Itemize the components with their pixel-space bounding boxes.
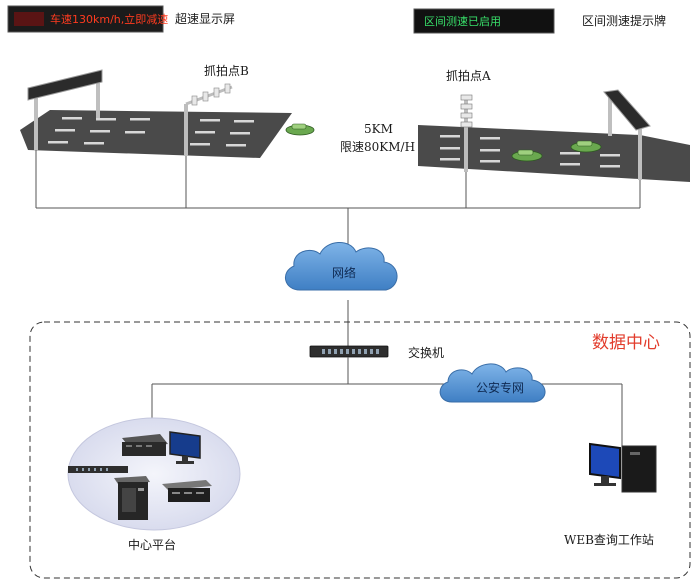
data-center-title: 数据中心	[592, 333, 660, 353]
distance-line1: 5KM	[364, 122, 393, 136]
gantry-icon	[603, 89, 651, 180]
camera-pole-icon	[460, 94, 473, 172]
cloud-icon	[439, 363, 546, 403]
switch-label: 交换机	[408, 345, 444, 360]
capture-b-label: 抓拍点B	[204, 63, 249, 78]
police-net-label: 公安专网	[476, 380, 524, 395]
speeding-display: 车速130km/h,立即减速	[7, 5, 168, 33]
server-icon	[114, 476, 150, 520]
gantry-icon	[27, 69, 103, 150]
road-right	[418, 125, 690, 182]
road-left	[20, 110, 292, 158]
center-platform-label: 中心平台	[128, 537, 176, 552]
distance-line2: 限速80KM/H	[340, 140, 415, 154]
web-station-label: WEB查询工作站	[564, 533, 654, 547]
capture-a-label: 抓拍点A	[446, 68, 491, 83]
section-board-label: 区间测速提示牌	[582, 13, 666, 28]
connection-lines-bottom	[151, 357, 623, 448]
camera-pole-icon	[184, 83, 233, 156]
workstation-icon	[589, 442, 657, 493]
data-center-region	[29, 321, 691, 579]
section-board: 区间测速已启用	[413, 8, 555, 34]
lane-markings-right	[440, 135, 620, 168]
section-board-icon	[413, 8, 555, 34]
speeding-display-label: 超速显示屏	[175, 11, 235, 26]
network-switch-icon	[68, 466, 128, 473]
server-icon	[162, 480, 212, 502]
monitor-icon	[169, 431, 201, 464]
car-icon	[511, 149, 543, 162]
car-icon	[570, 140, 602, 153]
car-icon	[285, 123, 315, 136]
section-board-screen-text: 区间测速已启用	[424, 15, 501, 28]
lane-markings-left	[48, 117, 254, 147]
server-icon	[122, 434, 168, 456]
speeding-display-screen-text: 车速130km/h,立即减速	[50, 12, 168, 26]
connection-lines-top	[35, 150, 641, 346]
cloud-icon	[285, 242, 398, 291]
network-switch-icon	[309, 345, 389, 358]
network-label: 网络	[332, 265, 356, 280]
